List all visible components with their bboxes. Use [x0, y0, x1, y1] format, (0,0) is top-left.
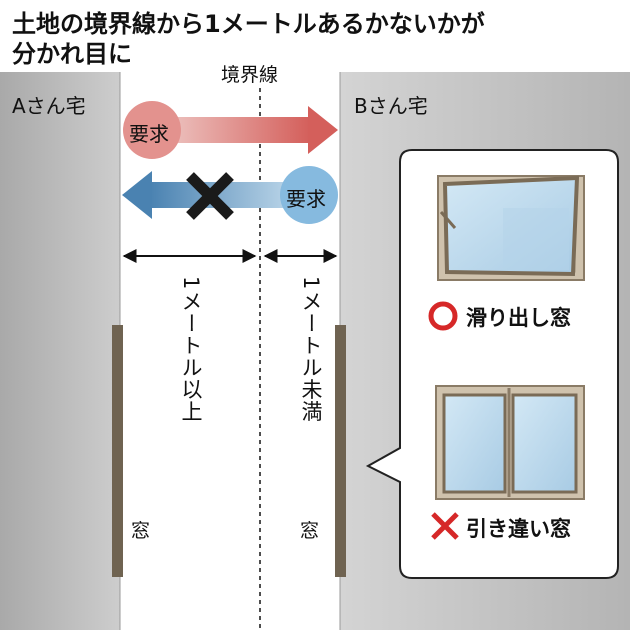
window-label-b: 窓: [300, 520, 320, 542]
request-label-b: 要求: [286, 187, 326, 211]
house-a-label: Aさん宅: [12, 94, 86, 118]
ok-circle-icon: [428, 301, 458, 331]
headline-line-2: 分かれ目に: [12, 40, 132, 68]
headline-line-1: 土地の境界線から1メートルあるかないかが: [12, 10, 485, 38]
distance-label-left: 1メートル以上: [179, 276, 203, 423]
house-a-wall: [0, 72, 120, 630]
boundary-label: 境界線: [221, 64, 279, 86]
request-label-a: 要求: [129, 122, 169, 146]
legend-double-sliding-label: 引き違い窓: [466, 517, 571, 541]
request-circle-a: [123, 101, 181, 159]
request-arrow-a-head: [308, 106, 338, 154]
sliding-out-window-icon: [437, 175, 585, 281]
request-circle-b: [280, 166, 338, 224]
double-sliding-window-icon: [435, 385, 585, 500]
window-bar-a: [112, 325, 123, 577]
legend-sliding-out-label: 滑り出し窓: [466, 306, 571, 330]
ng-cross-icon: [431, 512, 459, 540]
window-bar-b: [335, 325, 346, 577]
distance-label-right: 1メートル未満: [299, 276, 323, 423]
request-arrow-b-head: [122, 171, 152, 219]
house-b-label: Bさん宅: [354, 94, 428, 118]
rejection-cross-icon: [186, 172, 234, 220]
window-label-a: 窓: [131, 520, 151, 542]
